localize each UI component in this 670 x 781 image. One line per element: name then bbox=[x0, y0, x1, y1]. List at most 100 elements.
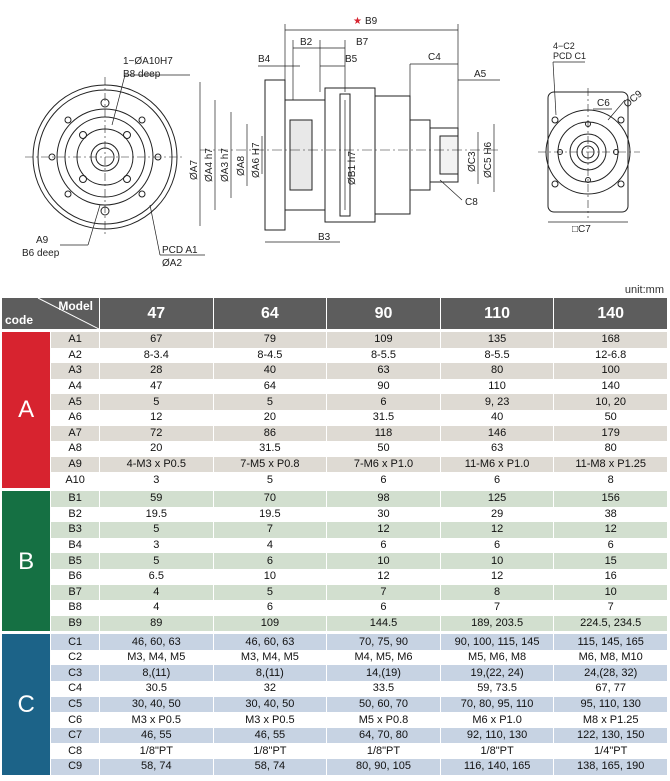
row-code: B1 bbox=[50, 487, 100, 507]
label-c5: ØC5 H6 bbox=[483, 141, 494, 178]
row-code: A10 bbox=[50, 472, 100, 490]
cell-47: 1/8"PT bbox=[99, 743, 214, 760]
cell-90: 80, 90, 105 bbox=[326, 759, 441, 775]
cell-110: 146 bbox=[440, 425, 555, 442]
header-model-110: 110 bbox=[440, 298, 555, 331]
cell-140: 224.5, 234.5 bbox=[553, 615, 668, 633]
cell-90: 6 bbox=[326, 537, 441, 554]
cell-110: 116, 140, 165 bbox=[440, 759, 555, 775]
cell-47: 3 bbox=[99, 472, 214, 490]
cell-110: 110 bbox=[440, 378, 555, 395]
cell-140: 12 bbox=[553, 522, 668, 538]
row-code: B6 bbox=[50, 568, 100, 585]
label-c6: C6 bbox=[597, 98, 610, 109]
cell-47: 72 bbox=[99, 425, 214, 442]
cell-47: 46, 55 bbox=[99, 727, 214, 744]
cell-47: 89 bbox=[99, 615, 214, 633]
row-code: A5 bbox=[50, 394, 100, 410]
label-pcd-a1: PCD A1 bbox=[162, 245, 198, 256]
cell-110: 63 bbox=[440, 441, 555, 457]
row-code: B4 bbox=[50, 537, 100, 554]
cell-110: 135 bbox=[440, 328, 555, 348]
output-flange-front-view bbox=[25, 74, 205, 256]
cell-140: 67, 77 bbox=[553, 681, 668, 697]
cell-47: 46, 60, 63 bbox=[99, 631, 214, 650]
cell-140: 8 bbox=[553, 472, 668, 490]
header-code-label: code bbox=[5, 313, 34, 327]
label-b3: B3 bbox=[318, 232, 331, 243]
gearbox-side-view bbox=[199, 24, 500, 243]
label-a3: ØA3 h7 bbox=[220, 148, 231, 182]
cell-140: 179 bbox=[553, 425, 668, 442]
cell-90: 144.5 bbox=[326, 615, 441, 633]
star-icon: ★ bbox=[353, 16, 362, 27]
cell-140: 10, 20 bbox=[553, 394, 668, 410]
cell-110: 11-M6 x P1.0 bbox=[440, 456, 555, 473]
header-model-label: Model bbox=[58, 299, 93, 313]
cell-64: 40 bbox=[213, 363, 328, 379]
cell-64: 7 bbox=[213, 522, 328, 538]
cell-110: 1/8"PT bbox=[440, 743, 555, 760]
cell-64: 64 bbox=[213, 378, 328, 395]
label-a7: ØA7 bbox=[189, 160, 200, 180]
cell-47: 6.5 bbox=[99, 568, 214, 585]
cell-140: 115, 145, 165 bbox=[553, 631, 668, 650]
cell-140: 6 bbox=[553, 537, 668, 554]
row-code: C1 bbox=[50, 631, 100, 650]
cell-64: 6 bbox=[213, 600, 328, 616]
row-code: B2 bbox=[50, 506, 100, 523]
corner-diagonal bbox=[37, 298, 99, 329]
cell-47: 5 bbox=[99, 553, 214, 569]
row-code: A9 bbox=[50, 456, 100, 473]
cell-64: 8,(11) bbox=[213, 665, 328, 682]
cell-90: 8-5.5 bbox=[326, 347, 441, 364]
cell-140: 7 bbox=[553, 600, 668, 616]
cell-140: 138, 165, 190 bbox=[553, 759, 668, 775]
cell-90: 109 bbox=[326, 328, 441, 348]
header-model-140: 140 bbox=[553, 298, 668, 331]
label-b1: ØB1 h7 bbox=[347, 151, 358, 185]
cell-140: 100 bbox=[553, 363, 668, 379]
label-b4: B4 bbox=[258, 54, 271, 65]
cell-110: 10 bbox=[440, 553, 555, 569]
cell-110: 80 bbox=[440, 363, 555, 379]
header-model-47: 47 bbox=[99, 298, 214, 331]
cell-110: 8-5.5 bbox=[440, 347, 555, 364]
label-hole-depth: B8 deep bbox=[123, 69, 161, 80]
cell-90: 64, 70, 80 bbox=[326, 727, 441, 744]
cell-64: 30, 40, 50 bbox=[213, 696, 328, 713]
cell-90: 98 bbox=[326, 487, 441, 507]
label-c9: ØC9 bbox=[622, 88, 645, 110]
cell-110: 90, 100, 115, 145 bbox=[440, 631, 555, 650]
cell-110: 70, 80, 95, 110 bbox=[440, 696, 555, 713]
cell-90: 31.5 bbox=[326, 409, 441, 426]
cell-140: 168 bbox=[553, 328, 668, 348]
cell-140: 12-6.8 bbox=[553, 347, 668, 364]
row-code: A2 bbox=[50, 347, 100, 364]
label-hole-callout: 1−ØA10H7 bbox=[123, 56, 173, 67]
cell-64: 10 bbox=[213, 568, 328, 585]
cell-140: 95, 110, 130 bbox=[553, 696, 668, 713]
cell-47: M3 x P0.5 bbox=[99, 712, 214, 728]
cell-110: 6 bbox=[440, 537, 555, 554]
cell-90: 6 bbox=[326, 394, 441, 410]
row-code: B7 bbox=[50, 584, 100, 601]
cell-47: 5 bbox=[99, 522, 214, 538]
cell-140: 140 bbox=[553, 378, 668, 395]
